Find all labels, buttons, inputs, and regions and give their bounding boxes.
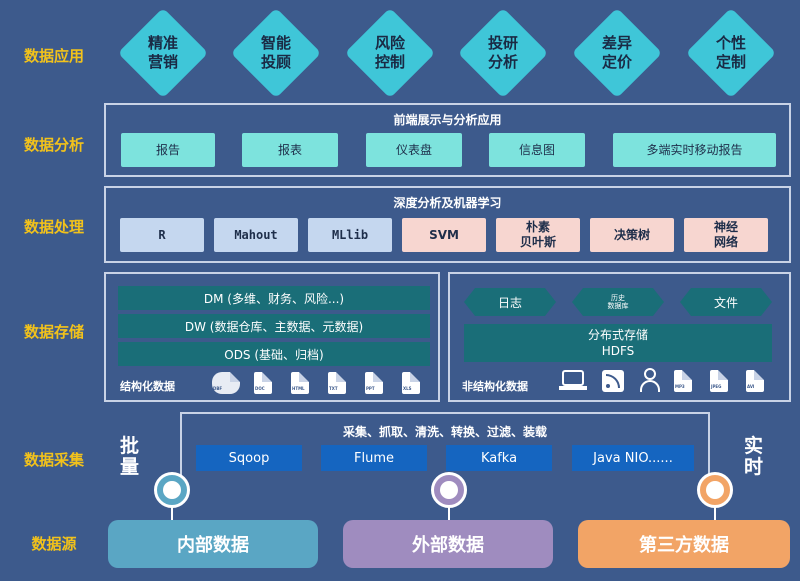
- app-diamond-label: 智能 投顾: [260, 34, 291, 71]
- unstructured-tag-logs[interactable]: 日志: [464, 288, 556, 316]
- unstructured-storage-panel: 日志 历史 数据库 文件 分布式存储 HDFS 非结构化数据 MP3 JPEG …: [448, 272, 791, 402]
- tool-sqoop[interactable]: Sqoop: [196, 445, 302, 471]
- laptop-base: [559, 386, 587, 390]
- app-diamond-2[interactable]: 智能 投顾: [230, 7, 322, 99]
- unstructured-tag-history-db[interactable]: 历史 数据库: [572, 288, 664, 316]
- connector-line: [714, 506, 716, 520]
- source-connector-external: [431, 472, 467, 508]
- app-diamond-5[interactable]: 差异 定价: [571, 7, 663, 99]
- doc-file-icon: DOC: [254, 372, 272, 394]
- source-connector-third-party: [697, 472, 733, 508]
- app-diamond-4[interactable]: 投研 分析: [457, 7, 549, 99]
- hdfs-storage-bar[interactable]: 分布式存储 HDFS: [464, 324, 772, 362]
- analysis-item-infographic[interactable]: 信息图: [489, 133, 585, 167]
- unstructured-tag-files[interactable]: 文件: [680, 288, 772, 316]
- xls-file-icon: XLS: [402, 372, 420, 394]
- analysis-item-report[interactable]: 报告: [121, 133, 215, 167]
- processing-item-r[interactable]: R: [120, 218, 204, 252]
- app-diamond-label: 风险 控制: [374, 34, 405, 71]
- ppt-file-icon: PPT: [365, 372, 383, 394]
- tool-flume[interactable]: Flume: [321, 445, 427, 471]
- layer-label-storage: 数据存储: [23, 323, 84, 341]
- analysis-item-table[interactable]: 报表: [242, 133, 338, 167]
- unstructured-data-label: 非结构化数据: [462, 380, 528, 393]
- processing-panel: 深度分析及机器学习 R Mahout MLlib SVM 朴素 贝叶斯 决策树 …: [104, 186, 791, 263]
- processing-panel-title: 深度分析及机器学习: [393, 196, 502, 210]
- layer-label-source: 数据源: [31, 535, 77, 553]
- structured-storage-panel: DM (多维、财务、风险...) DW (数据仓库、主数据、元数据) ODS (…: [104, 272, 440, 402]
- tool-java-nio[interactable]: Java NIO......: [572, 445, 694, 471]
- batch-label: 批 量: [120, 435, 140, 478]
- connector-line: [448, 506, 450, 520]
- analysis-panel-title: 前端展示与分析应用: [393, 113, 502, 127]
- layer-label-processing: 数据处理: [23, 218, 84, 236]
- connector-line: [171, 506, 173, 520]
- rss-icon: [602, 370, 624, 392]
- layer-label-analysis: 数据分析: [23, 136, 84, 154]
- source-external-data[interactable]: 外部数据: [343, 520, 553, 568]
- storage-bar-ods[interactable]: ODS (基础、归档): [118, 342, 430, 366]
- processing-item-naive-bayes[interactable]: 朴素 贝叶斯: [496, 218, 580, 252]
- html-file-icon: HTML: [291, 372, 309, 394]
- collection-title: 采集、抓取、清洗、转换、过滤、装载: [342, 425, 547, 439]
- processing-item-mllib[interactable]: MLlib: [308, 218, 392, 252]
- app-diamond-label: 投研 分析: [487, 34, 518, 71]
- database-icon: DBF: [212, 372, 240, 394]
- txt-file-icon: TXT: [328, 372, 346, 394]
- app-diamond-6[interactable]: 个性 定制: [685, 7, 777, 99]
- app-diamond-3[interactable]: 风险 控制: [344, 7, 436, 99]
- app-diamond-1[interactable]: 精准 营销: [117, 7, 209, 99]
- source-internal-data[interactable]: 内部数据: [108, 520, 318, 568]
- layer-label-collection: 数据采集: [23, 451, 84, 469]
- analysis-item-dashboard[interactable]: 仪表盘: [366, 133, 462, 167]
- collection-frame: [180, 412, 710, 480]
- source-third-party-data[interactable]: 第三方数据: [578, 520, 790, 568]
- laptop-icon: [562, 370, 584, 386]
- realtime-label: 实 时: [744, 435, 764, 478]
- source-connector-internal: [154, 472, 190, 508]
- app-diamond-label: 精准 营销: [147, 34, 178, 71]
- processing-item-decision-tree[interactable]: 决策树: [590, 218, 674, 252]
- layer-label-app: 数据应用: [23, 47, 84, 65]
- processing-item-svm[interactable]: SVM: [402, 218, 486, 252]
- app-diamond-label: 差异 定价: [601, 34, 632, 71]
- storage-bar-dm[interactable]: DM (多维、财务、风险...): [118, 286, 430, 310]
- mp3-file-icon: MP3: [674, 370, 692, 392]
- user-icon: [638, 368, 662, 392]
- structured-data-label: 结构化数据: [120, 380, 175, 393]
- storage-bar-dw[interactable]: DW (数据仓库、主数据、元数据): [118, 314, 430, 338]
- processing-item-neural-network[interactable]: 神经 网络: [684, 218, 768, 252]
- analysis-panel: 前端展示与分析应用 报告 报表 仪表盘 信息图 多端实时移动报告: [104, 103, 791, 177]
- tool-kafka[interactable]: Kafka: [446, 445, 552, 471]
- jpeg-file-icon: JPEG: [710, 370, 728, 392]
- processing-item-mahout[interactable]: Mahout: [214, 218, 298, 252]
- avi-file-icon: AVI: [746, 370, 764, 392]
- app-diamond-label: 个性 定制: [715, 34, 746, 71]
- analysis-item-mobile-report[interactable]: 多端实时移动报告: [613, 133, 776, 167]
